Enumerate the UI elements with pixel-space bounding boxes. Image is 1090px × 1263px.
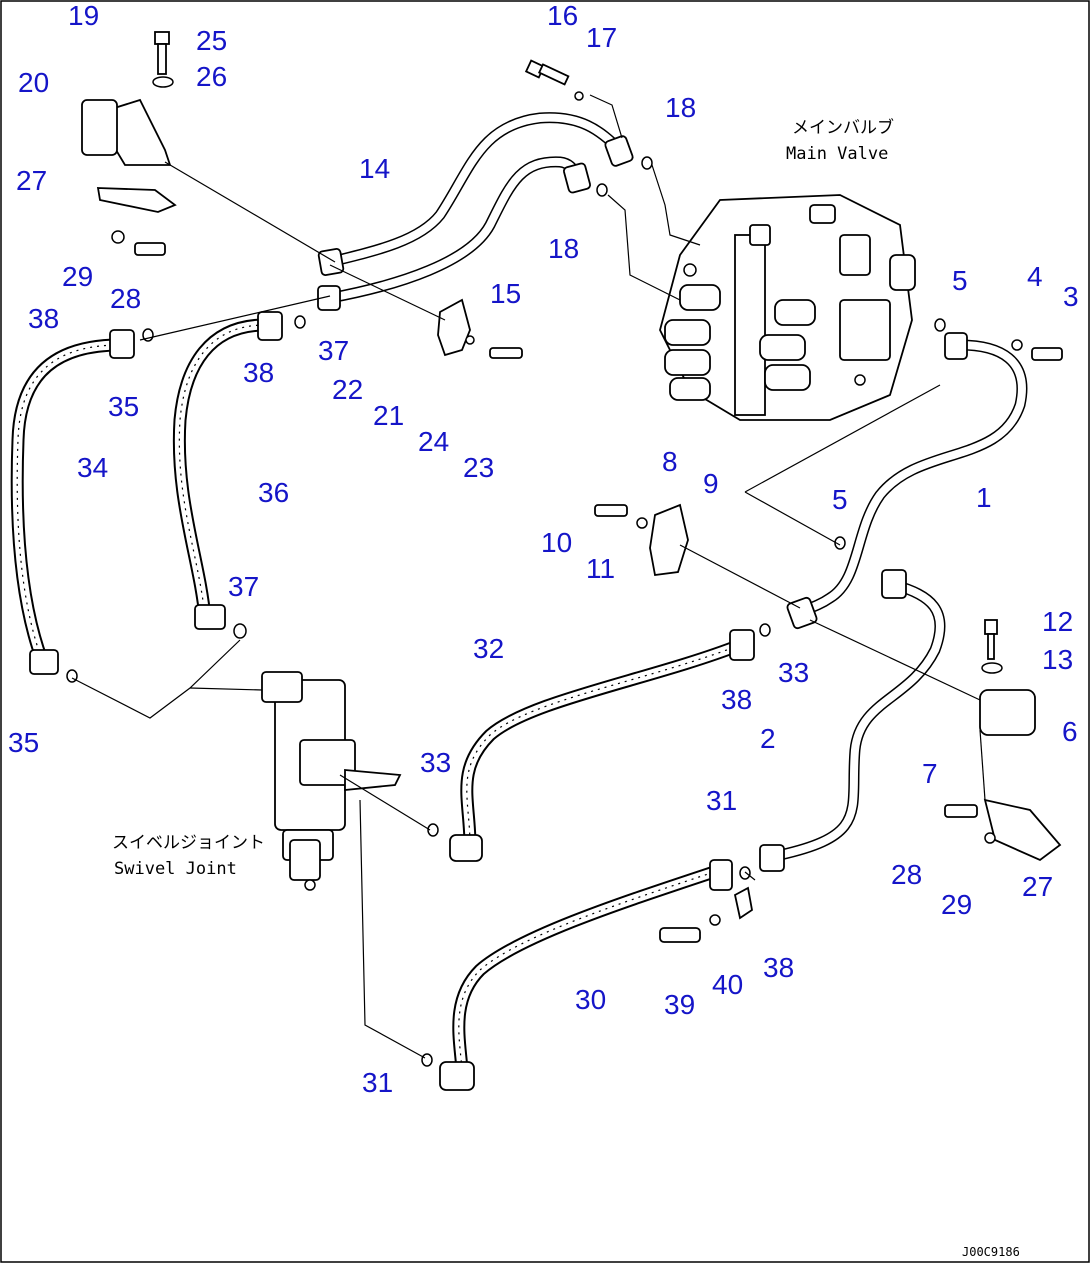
part-number: 40	[712, 969, 743, 1000]
hose-32	[449, 629, 755, 862]
part-number: 12	[1042, 606, 1073, 637]
pipe-2	[759, 569, 946, 872]
main-valve-caption-jp: メインバルブ	[792, 117, 894, 138]
part-number: 31	[362, 1067, 393, 1098]
swivel-caption-en: Swivel Joint	[114, 859, 237, 879]
clamp-9	[594, 503, 689, 577]
part-number: 18	[548, 233, 579, 264]
part-number: 37	[228, 571, 259, 602]
part-number: 34	[77, 452, 108, 483]
part-number: 5	[952, 265, 968, 296]
part-number: 20	[18, 67, 49, 98]
part-number: 27	[16, 165, 47, 196]
part-number: 2	[760, 723, 776, 754]
part-number: 33	[778, 657, 809, 688]
part-number: 9	[703, 468, 719, 499]
part-number: 37	[318, 335, 349, 366]
hose-34	[10, 329, 135, 675]
part-number: 33	[420, 747, 451, 778]
o-rings	[66, 156, 946, 1067]
hose-30	[439, 859, 733, 1091]
part-number: 19	[68, 0, 99, 31]
part-number: 26	[196, 61, 227, 92]
part-number: 17	[586, 22, 617, 53]
clamp-21	[437, 298, 523, 359]
part-number: 23	[463, 452, 494, 483]
swivel-caption-jp: スイベルジョイント	[112, 833, 265, 853]
part-number: 24	[418, 426, 449, 457]
reference-lines	[71, 94, 986, 1059]
part-number: 36	[258, 477, 289, 508]
part-number: 30	[575, 984, 606, 1015]
part-number: 29	[62, 261, 93, 292]
part-number: 15	[490, 278, 521, 309]
part-number: 35	[108, 391, 139, 422]
part-number: 10	[541, 527, 572, 558]
pipe-1	[786, 332, 1028, 630]
part-number: 38	[243, 357, 274, 388]
bolt-16	[524, 59, 584, 101]
main-valve	[659, 194, 916, 421]
swivel-joint	[189, 671, 402, 891]
part-number: 28	[891, 859, 922, 890]
part-number: 6	[1062, 716, 1078, 747]
part-number: 39	[664, 989, 695, 1020]
part-number: 31	[706, 785, 737, 816]
pipe-15	[317, 156, 591, 311]
bolt-39	[659, 886, 753, 943]
part-number: 18	[665, 92, 696, 123]
main-valve-caption-en: Main Valve	[786, 144, 888, 164]
part-number: 3	[1063, 281, 1079, 312]
part-number: 8	[662, 446, 678, 477]
part-number: 21	[373, 400, 404, 431]
part-number: 25	[196, 25, 227, 56]
clamp-6	[944, 619, 1062, 862]
part-number: 29	[941, 889, 972, 920]
part-number: 1	[976, 482, 992, 513]
pipe-14	[317, 112, 634, 276]
part-number-labels: 19 25 26 20 27 29 28 38 35 34 38 36 16 1…	[8, 0, 1079, 1098]
part-number: 7	[922, 758, 938, 789]
part-number: 11	[586, 553, 615, 584]
part-number: 5	[832, 484, 848, 515]
part-number: 4	[1027, 261, 1043, 292]
bolt-25	[152, 31, 174, 88]
part-number: 14	[359, 153, 390, 184]
bracket-19	[81, 98, 172, 166]
part-number: 22	[332, 374, 363, 405]
part-number: 38	[763, 952, 794, 983]
part-number: 38	[28, 303, 59, 334]
bolt-3	[1011, 339, 1063, 361]
part-number: 27	[1022, 871, 1053, 902]
bolt-28-top	[111, 230, 166, 256]
part-number: 32	[473, 633, 504, 664]
hose-36	[172, 311, 283, 630]
drawing-code: J00C9186	[962, 1245, 1020, 1259]
part-number: 35	[8, 727, 39, 758]
part-number: 16	[547, 0, 578, 31]
bracket-27-top	[96, 187, 177, 213]
part-number: 28	[110, 283, 141, 314]
part-number: 38	[721, 684, 752, 715]
part-number: 13	[1042, 644, 1073, 675]
